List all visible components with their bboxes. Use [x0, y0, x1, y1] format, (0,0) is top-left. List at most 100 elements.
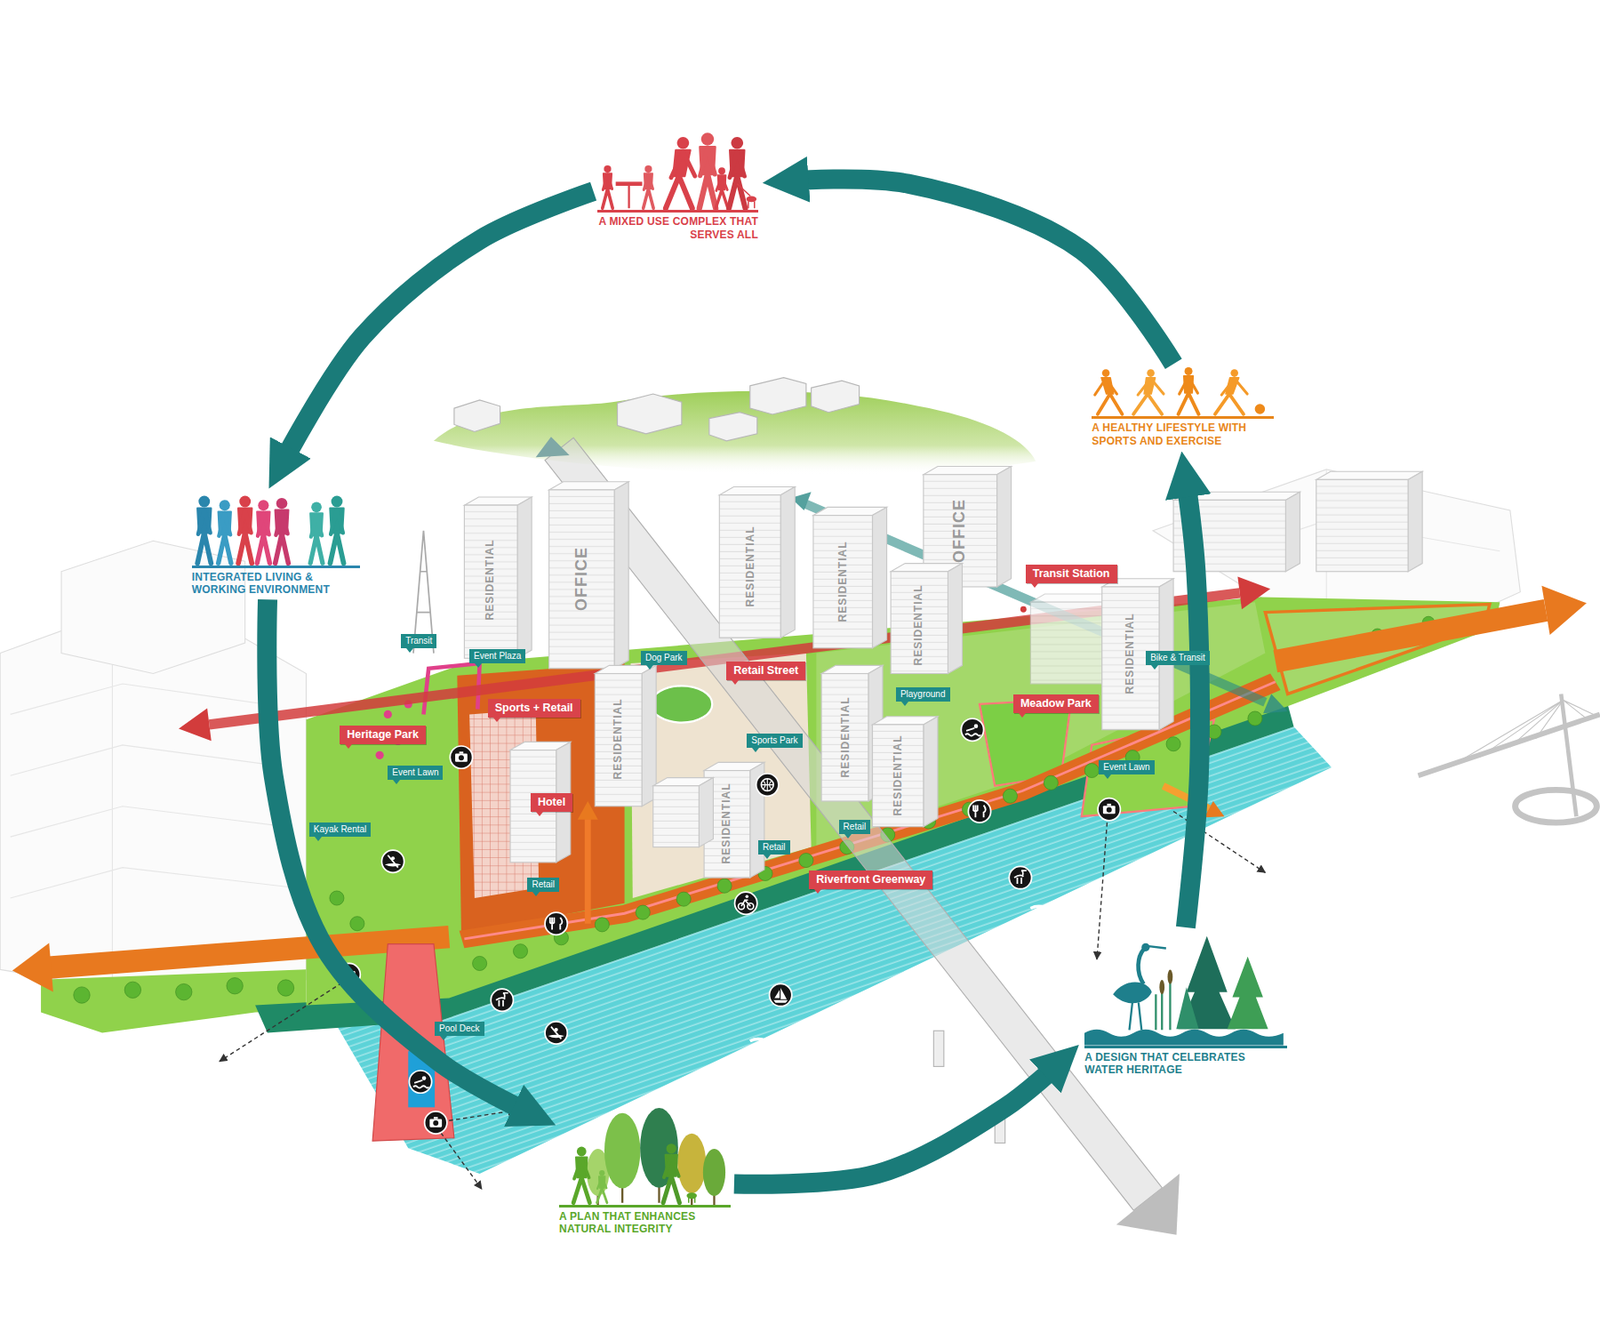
person-figure	[1147, 369, 1156, 378]
person-figure	[310, 502, 323, 564]
theme-icon	[1160, 979, 1166, 994]
retail-street-arrow	[178, 708, 212, 742]
trees	[717, 878, 732, 893]
amenity-icons	[449, 745, 472, 768]
person-figure	[330, 510, 344, 535]
person-figure	[1137, 378, 1164, 395]
tree-figure	[703, 1147, 726, 1195]
building-label: RESIDENTIAL	[891, 735, 904, 816]
tag-label: Retail	[843, 821, 867, 832]
leader-lines	[440, 1132, 482, 1189]
cycle-arrow	[1185, 478, 1200, 927]
hill	[454, 377, 860, 441]
tag-label: Kayak Rental	[313, 824, 367, 835]
theme-icon	[615, 181, 642, 186]
person-figure	[642, 188, 653, 208]
person-figure	[311, 514, 322, 537]
theme-icon	[1095, 367, 1265, 415]
buildings	[813, 515, 873, 648]
buildings	[1408, 471, 1423, 571]
person-figure	[664, 136, 695, 208]
theme-icon	[1112, 943, 1167, 1031]
person-figure	[1097, 393, 1123, 415]
person-figure	[197, 496, 211, 564]
buildings	[594, 664, 656, 806]
person-figure	[219, 499, 231, 511]
buildings	[780, 486, 795, 638]
callout-tag: Dog Park	[640, 650, 688, 665]
building-label: RESIDENTIAL	[483, 539, 496, 621]
person-figure	[1178, 392, 1200, 415]
cycle-arrow	[734, 1063, 1059, 1184]
cycle-arrow	[266, 599, 531, 1113]
callout-tag: Retail	[527, 877, 560, 892]
callout-tag: Retail	[758, 840, 791, 855]
person-figure	[1231, 369, 1240, 378]
buildings	[510, 741, 571, 862]
trees	[1043, 775, 1058, 790]
buildings	[549, 489, 615, 669]
transit-link-arrow	[1263, 693, 1288, 713]
person-figure	[1215, 369, 1248, 416]
person-figure	[576, 1145, 587, 1156]
callout-tag: Transit	[400, 633, 437, 648]
callout-tag: Riverfront Greenway	[808, 870, 933, 889]
theme-icon	[1168, 969, 1174, 984]
callout-tag: Pool Deck	[434, 1021, 485, 1036]
person-figure	[198, 510, 211, 535]
person-figure	[1215, 393, 1244, 415]
person-figure	[599, 1169, 605, 1176]
callout-tag: Bike & Transit	[1145, 650, 1210, 665]
person-figure	[1222, 378, 1248, 395]
person-figure	[257, 499, 269, 511]
amenity-icons	[968, 800, 991, 823]
trees	[350, 916, 365, 931]
callout-tag: Meadow Park	[1013, 694, 1099, 713]
person-figure	[276, 497, 288, 509]
person-figure	[730, 136, 744, 150]
cable-bridge	[1418, 713, 1600, 776]
buildings	[1316, 471, 1423, 480]
person-figure	[1178, 367, 1200, 415]
theme-icon	[1084, 1029, 1284, 1046]
buildings	[719, 495, 781, 639]
tree-figure	[703, 1147, 726, 1204]
person-figure	[274, 497, 288, 563]
theme-icon	[601, 132, 756, 208]
theme-caption: INTEGRATED LIVING & WORKING ENVIRONMENT	[192, 565, 360, 596]
trees	[512, 944, 528, 959]
leader-lines	[1096, 822, 1107, 960]
cycle-arrow	[790, 178, 1174, 364]
person-figure	[597, 1169, 608, 1203]
greenway-arrow	[584, 817, 592, 923]
person-figure	[274, 534, 288, 564]
buildings	[813, 506, 888, 648]
trees	[73, 986, 90, 1003]
amenity-icons	[381, 849, 404, 872]
bridge	[1116, 1173, 1180, 1235]
person-figure	[664, 176, 692, 208]
person-figure	[642, 165, 653, 208]
person-figure	[728, 176, 745, 208]
trees	[594, 917, 609, 932]
person-figure	[1095, 369, 1123, 416]
bridge	[536, 436, 1180, 1235]
theme-group: A DESIGN THAT CELEBRATES WATER HERITAGE	[1084, 930, 1287, 1076]
buildings	[1316, 479, 1408, 571]
callout-tag: Event Plaza	[469, 648, 526, 664]
tag-label: Bike & Transit	[1150, 652, 1206, 664]
buildings	[614, 481, 629, 669]
tree-figure	[604, 1112, 640, 1202]
trees	[277, 979, 294, 996]
building-label: RESIDENTIAL	[1123, 612, 1136, 694]
buildings	[464, 496, 532, 658]
tag-label: Riverfront Greenway	[816, 872, 926, 887]
building-label: RESIDENTIAL	[720, 783, 733, 864]
person-figure	[603, 165, 611, 173]
tag-label: Retail	[762, 841, 786, 853]
cable-bridge	[1448, 699, 1599, 768]
amenity-icons	[756, 773, 779, 796]
trees	[1084, 763, 1099, 778]
person-figure	[1184, 367, 1193, 376]
